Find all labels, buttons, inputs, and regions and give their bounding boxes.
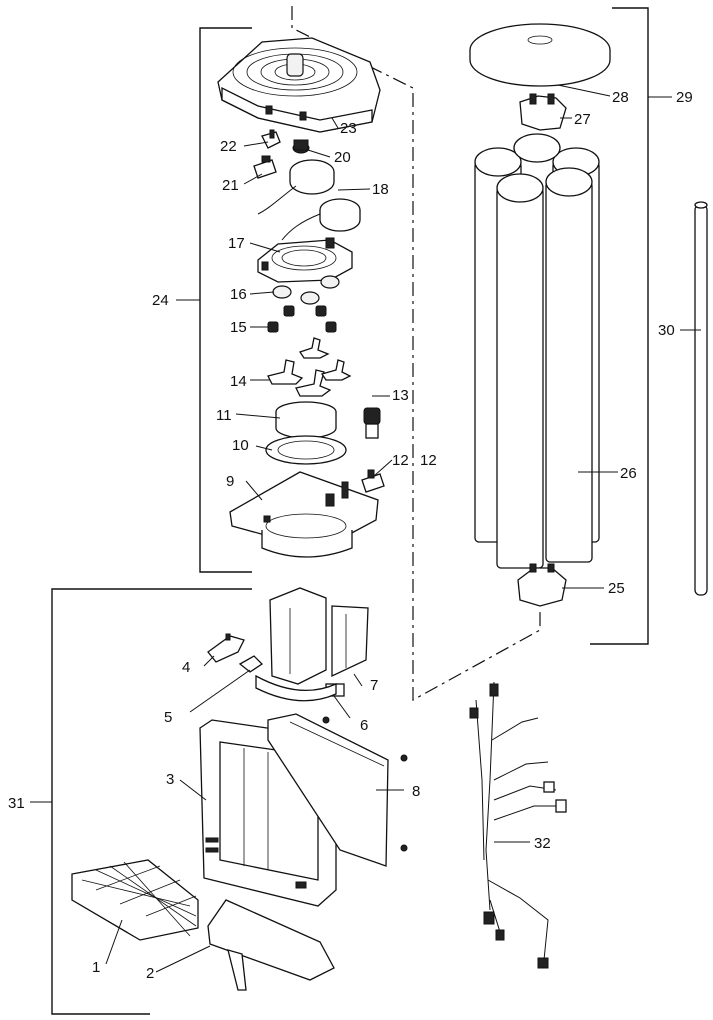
callout-13: 13 (392, 387, 409, 404)
callout-6: 6 (360, 717, 368, 734)
callout-3: 3 (166, 771, 174, 788)
callout-11: 11 (216, 407, 232, 424)
callout-15: 15 (230, 319, 247, 336)
callout-27: 27 (574, 111, 591, 128)
callout-labels: 1 2 3 4 5 6 7 8 9 10 11 12 12 13 14 15 1… (8, 89, 693, 982)
part-10-gasket (265, 435, 347, 465)
part-28-lid (469, 23, 611, 87)
part-32-wiring-harness (469, 681, 567, 969)
part-21-switch (253, 155, 277, 179)
part-15-rollers (267, 305, 337, 333)
callout-30: 30 (658, 322, 675, 339)
part-22-clip (261, 129, 281, 149)
callout-25: 25 (608, 580, 625, 597)
part-1-grill-tray (71, 859, 199, 941)
part-11-ring (275, 401, 337, 439)
callout-17: 17 (228, 235, 245, 252)
part-17-ring-support (257, 237, 353, 283)
callout-18: 18 (372, 181, 389, 198)
part-25-bottom-cap (517, 563, 567, 607)
callout-31: 31 (8, 795, 25, 812)
bracket-29 (590, 7, 649, 645)
part-18-motor (257, 159, 361, 241)
callout-21: 21 (222, 177, 239, 194)
part-14-holders (267, 337, 352, 397)
assembly-axis-line (291, 6, 541, 702)
part-9-base-plate (229, 471, 379, 558)
part-13-knob (363, 407, 381, 439)
callout-26: 26 (620, 465, 637, 482)
callout-5: 5 (164, 709, 172, 726)
callout-12-b: 12 (420, 452, 437, 469)
part-26-filter-cartridges (474, 133, 600, 569)
part-8-side-plate (267, 713, 408, 867)
callout-28: 28 (612, 89, 629, 106)
callout-22: 22 (220, 138, 237, 155)
callout-2: 2 (146, 965, 154, 982)
callout-1: 1 (92, 959, 100, 976)
part-27-upper-cap (519, 93, 567, 131)
callout-7: 7 (370, 677, 378, 694)
leader-lines (105, 84, 701, 973)
callout-23: 23 (340, 120, 357, 137)
part-23-top-housing (217, 37, 381, 133)
callout-20: 20 (334, 149, 351, 166)
callout-12-a: 12 (392, 452, 409, 469)
callout-4: 4 (182, 659, 190, 676)
callout-10: 10 (232, 437, 249, 454)
part-5-clip (238, 655, 264, 673)
part-2-drip-tray (207, 899, 335, 991)
callout-32: 32 (534, 835, 551, 852)
callout-14: 14 (230, 373, 247, 390)
chute-assembly (255, 587, 337, 702)
part-16-bushings (272, 275, 340, 305)
callout-9: 9 (226, 473, 234, 490)
callout-8: 8 (412, 783, 420, 800)
part-20-gear (292, 139, 310, 154)
part-7-side-panel (331, 605, 369, 678)
callout-16: 16 (230, 286, 247, 303)
callout-24: 24 (152, 292, 169, 309)
callout-29: 29 (676, 89, 693, 106)
part-12-connector (361, 469, 385, 493)
part-30-rod (694, 201, 708, 596)
part-4-clip (207, 633, 245, 663)
